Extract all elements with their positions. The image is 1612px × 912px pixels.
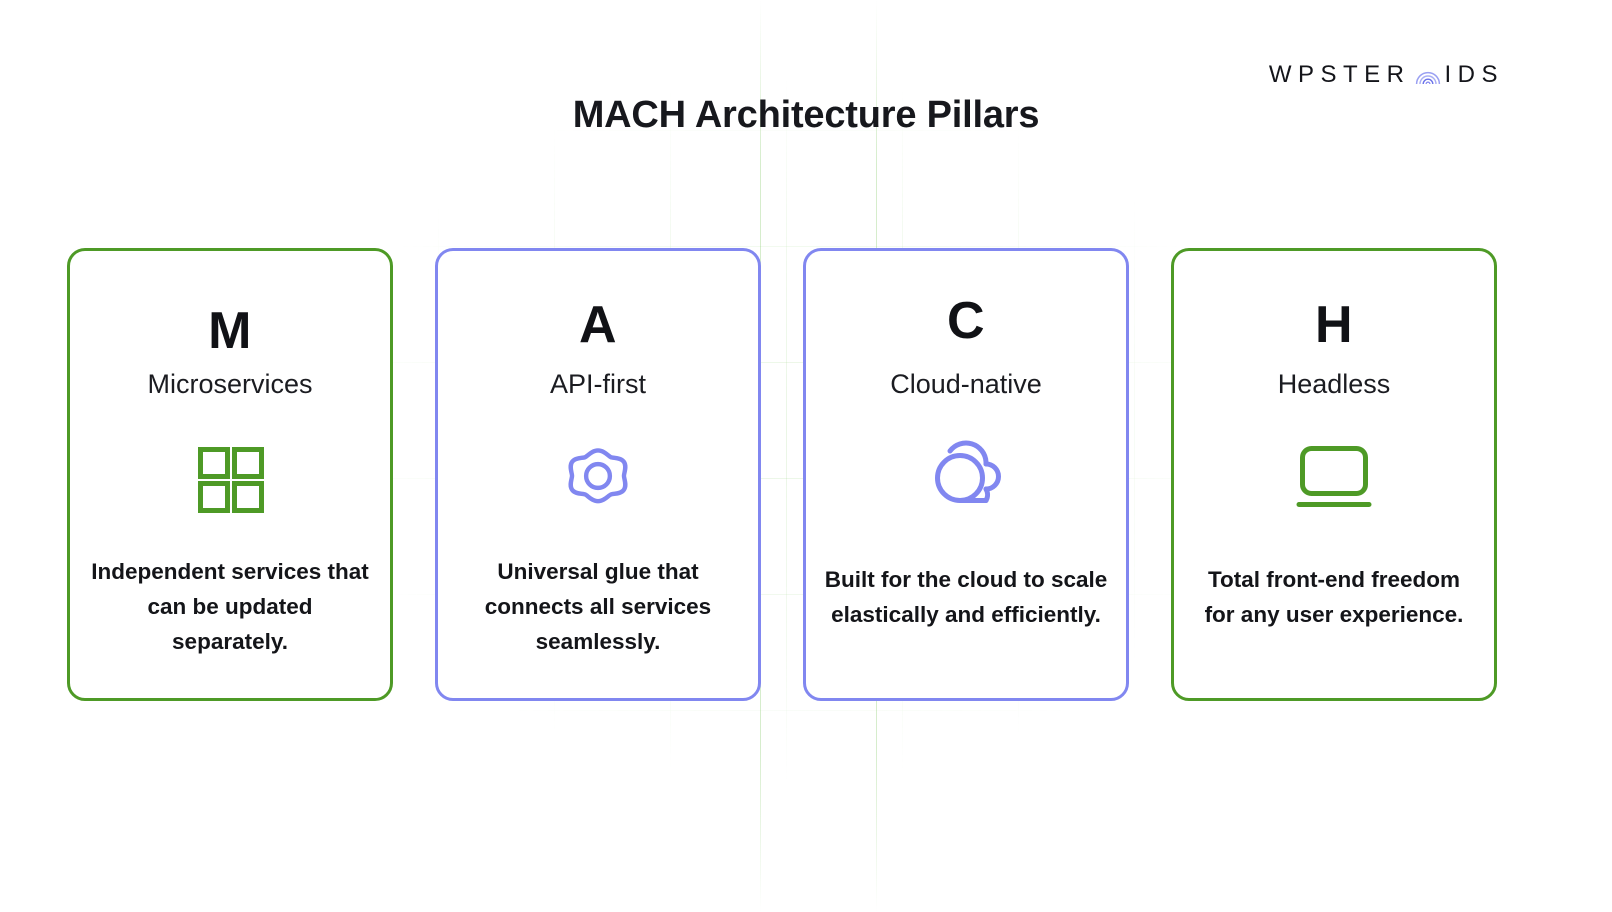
- page-title: MACH Architecture Pillars: [572, 94, 1040, 136]
- brand-logo: WPSTER IDS: [1269, 58, 1504, 92]
- pillars-container: M Microservices Independent services tha…: [67, 248, 1497, 701]
- pillar-letter: M: [208, 302, 252, 360]
- pillar-description: Built for the cloud to scale elastically…: [824, 567, 1108, 627]
- pillar-description: Total front-end freedom for any user exp…: [1204, 567, 1464, 627]
- pillar-heading: Cloud-native: [890, 369, 1042, 399]
- pillar-description: Independent services that can be updated…: [91, 559, 369, 654]
- pillar-card-api-first[interactable]: A API-first Universal glue that connects…: [435, 248, 761, 701]
- grid-squares-icon: [70, 439, 390, 519]
- rainbow-arc-icon: [1415, 62, 1441, 91]
- brand-name-after: IDS: [1444, 61, 1504, 88]
- pillar-heading: Microservices: [147, 369, 313, 399]
- pillar-card-headless[interactable]: H Headless Total front-end freedom for a…: [1171, 248, 1497, 701]
- brand-name-before: WPSTER: [1268, 61, 1411, 88]
- monitor-icon: [1174, 439, 1494, 517]
- pillar-card-microservices[interactable]: M Microservices Independent services tha…: [67, 248, 393, 701]
- pillar-heading: API-first: [549, 369, 646, 399]
- pillar-letter: H: [1314, 296, 1354, 354]
- pillar-card-cloud-native[interactable]: C Cloud-native Built for the cloud to sc…: [803, 248, 1129, 701]
- cloud-icon: [806, 435, 1126, 515]
- pillar-letter: A: [578, 296, 618, 354]
- pillar-heading: Headless: [1277, 369, 1391, 399]
- gear-icon: [438, 432, 758, 520]
- pillar-letter: C: [946, 292, 986, 350]
- pillar-description: Universal glue that connects all service…: [484, 559, 712, 654]
